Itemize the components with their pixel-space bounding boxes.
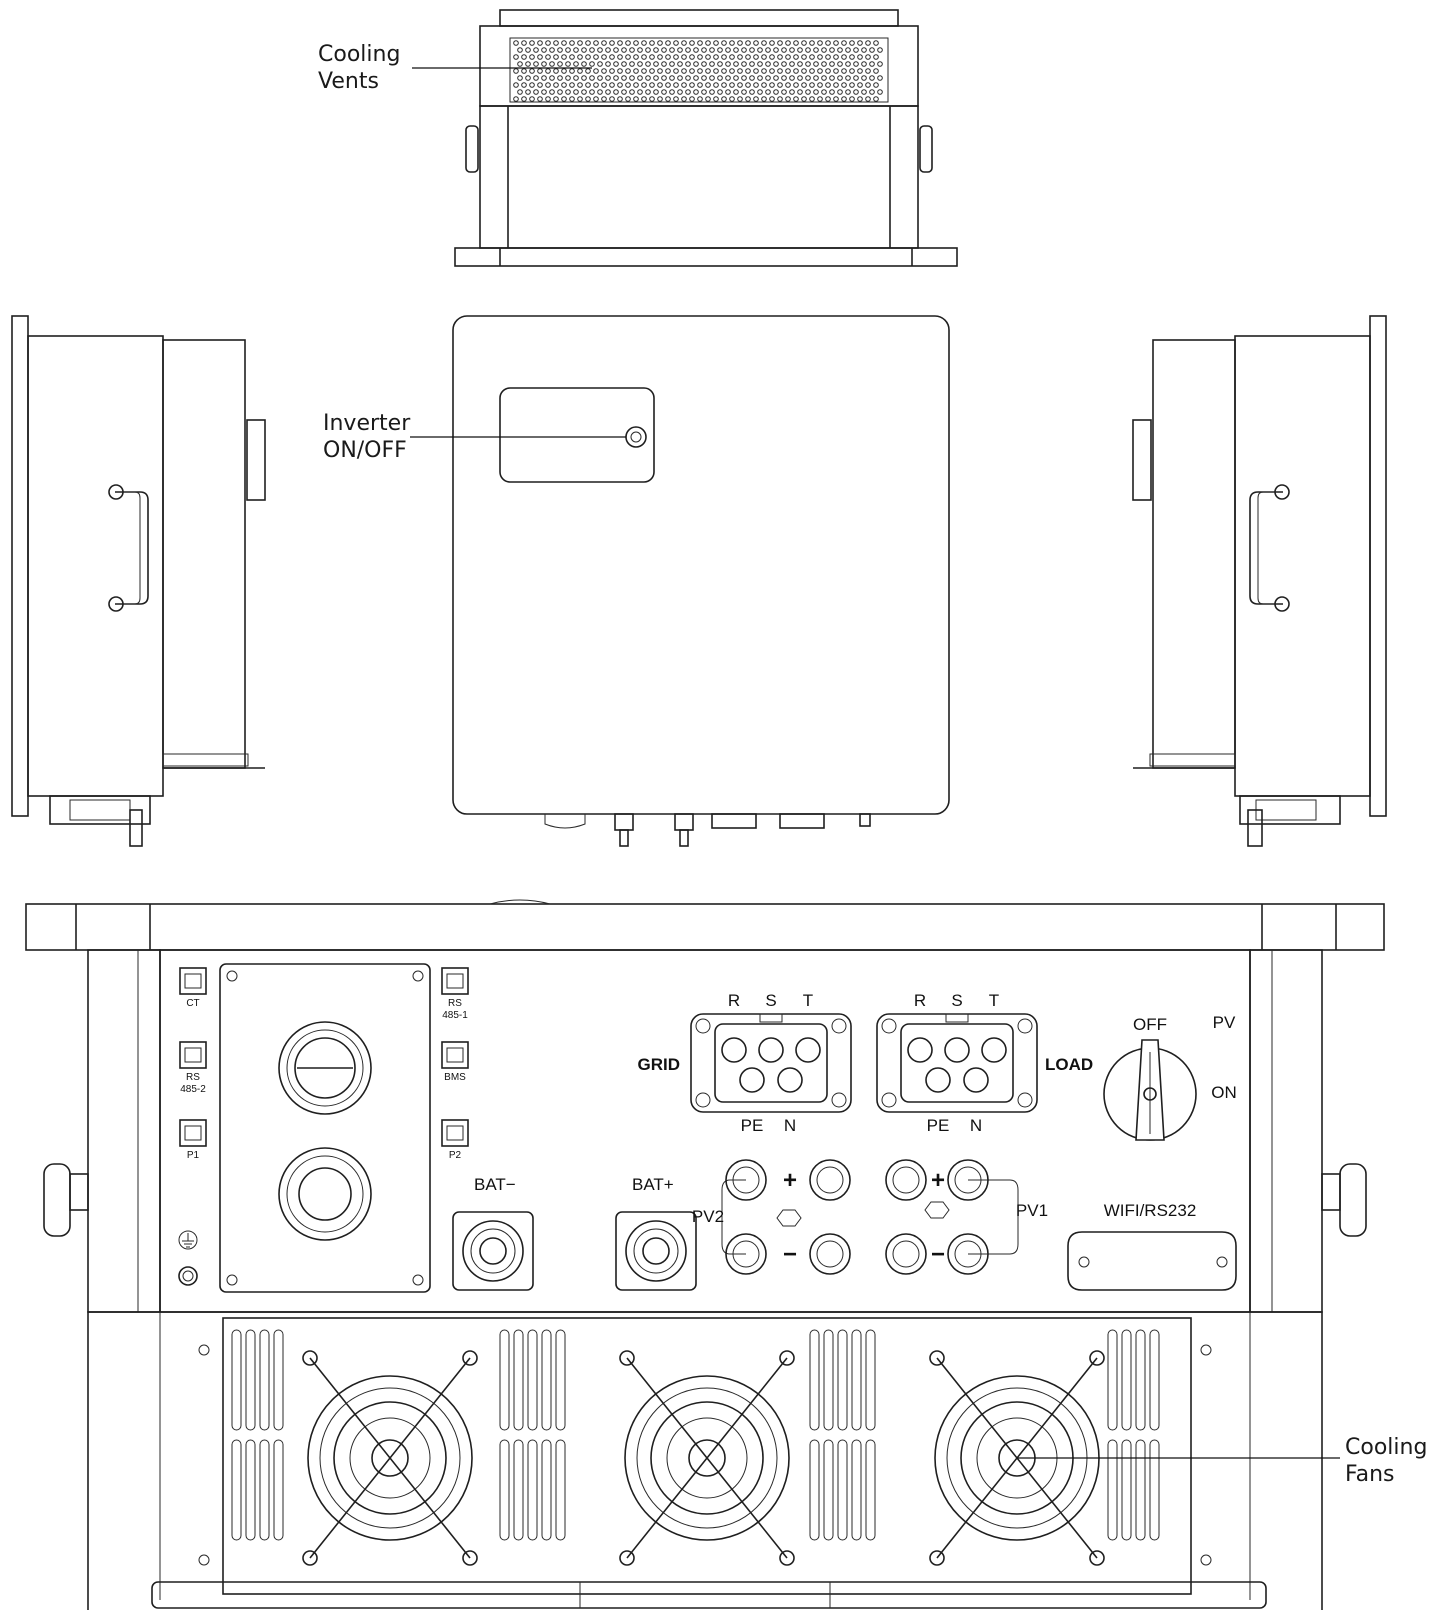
cooling-vents-label-1: Cooling	[318, 42, 400, 67]
pv1-label: PV1	[1016, 1201, 1048, 1220]
pv2-pos-connector[interactable]	[725, 1159, 767, 1201]
grid-n: N	[784, 1116, 796, 1135]
port-rs485-2-label-2: 485-2	[180, 1084, 206, 1095]
pv-switch-on-label: ON	[1211, 1083, 1237, 1102]
front-bottom-connectors	[544, 813, 871, 847]
cable-gland-plate	[219, 963, 431, 1293]
port-p2-label: P2	[449, 1150, 462, 1161]
load-pe: PE	[927, 1116, 950, 1135]
cooling-fans-label-1: Cooling	[1345, 1435, 1427, 1460]
top-view	[454, 9, 958, 267]
port-rs485-1-label-2: 485-1	[442, 1010, 468, 1021]
left-side-view	[11, 315, 266, 847]
pv-switch-off-label: OFF	[1133, 1015, 1167, 1034]
load-phase-s: S	[951, 991, 962, 1010]
inverter-onoff-label-1: Inverter	[323, 411, 411, 436]
port-rs485-2[interactable]: RS 485-2	[179, 1041, 207, 1095]
right-side-view	[1132, 315, 1387, 847]
pv2-neg-connector[interactable]	[725, 1233, 767, 1275]
grid-phase-r: R	[728, 991, 740, 1010]
display-window	[499, 387, 655, 483]
cooling-fan-2	[619, 1350, 795, 1566]
port-rs485-1-label-1: RS	[448, 998, 462, 1009]
pv2-neg-connector-b[interactable]	[809, 1233, 851, 1275]
port-p2[interactable]: P2	[441, 1119, 469, 1161]
pv2-pos-connector-b[interactable]	[809, 1159, 851, 1201]
pv1-minus-label: −	[931, 1241, 945, 1268]
port-bms-label: BMS	[444, 1072, 466, 1083]
bat-pos-label: BAT+	[632, 1175, 674, 1194]
pv2-plus-label: +	[783, 1167, 797, 1194]
onoff-button[interactable]	[625, 426, 647, 448]
cable-gland-1[interactable]	[278, 1021, 372, 1115]
port-bms[interactable]: BMS	[441, 1041, 469, 1083]
port-rs485-1[interactable]: RS 485-1	[441, 967, 469, 1021]
pv-connectors: + − + − PV2 PV1	[692, 1159, 1048, 1275]
right-bottom-glands	[1239, 795, 1341, 847]
port-p1[interactable]: P1	[179, 1119, 207, 1161]
grid-label: GRID	[638, 1055, 681, 1074]
port-ct-label: CT	[186, 998, 199, 1009]
bat-pos-connector[interactable]	[615, 1211, 697, 1291]
front-view	[452, 315, 950, 847]
fan-area	[222, 1317, 1192, 1595]
pv2-minus-label: −	[783, 1241, 797, 1268]
load-n: N	[970, 1116, 982, 1135]
pv1-pos-connector[interactable]	[885, 1159, 927, 1201]
port-p1-label: P1	[187, 1150, 200, 1161]
ground-icon	[178, 1230, 198, 1250]
pv1-plus-label: +	[931, 1167, 945, 1194]
callout-cooling-vents: Cooling Vents	[318, 42, 592, 94]
pv1-neg-connector-b[interactable]	[947, 1233, 989, 1275]
pv1-pos-connector-b[interactable]	[947, 1159, 989, 1201]
load-phase-r: R	[914, 991, 926, 1010]
callout-cooling-fans: Cooling Fans	[1017, 1435, 1427, 1487]
left-bottom-glands	[49, 795, 151, 847]
callout-inverter-onoff: Inverter ON/OFF	[323, 411, 626, 463]
cooling-fans-label-2: Fans	[1345, 1462, 1395, 1487]
load-phase-t: T	[989, 991, 999, 1010]
fan-slots	[231, 1329, 1160, 1541]
grid-phase-s: S	[765, 991, 776, 1010]
load-connector[interactable]: R S T PE N	[876, 991, 1038, 1135]
left-handle	[108, 484, 149, 612]
right-handle	[1249, 484, 1290, 612]
bat-neg-connector[interactable]	[452, 1211, 534, 1291]
ground-bolt	[178, 1266, 198, 1286]
grid-pe: PE	[741, 1116, 764, 1135]
grid-connector[interactable]: R S T PE N	[690, 991, 852, 1135]
cooling-fan-1	[302, 1350, 478, 1566]
inverter-onoff-label-2: ON/OFF	[323, 438, 407, 463]
load-label: LOAD	[1045, 1055, 1093, 1074]
pv-switch-pv-label: PV	[1213, 1013, 1236, 1032]
bat-neg-label: BAT−	[474, 1175, 516, 1194]
port-rs485-2-label-1: RS	[186, 1072, 200, 1083]
cooling-vents-grille	[509, 37, 889, 103]
grid-phase-t: T	[803, 991, 813, 1010]
pv-switch[interactable]: OFF PV ON	[1103, 1013, 1237, 1141]
wifi-rs232-label: WIFI/RS232	[1104, 1201, 1197, 1220]
cable-gland-2[interactable]	[278, 1147, 372, 1241]
wifi-rs232-port[interactable]: WIFI/RS232	[1067, 1201, 1237, 1291]
cooling-vents-label-2: Vents	[318, 69, 379, 94]
pv1-neg-connector[interactable]	[885, 1233, 927, 1275]
pv2-label: PV2	[692, 1207, 724, 1226]
bottom-view: CT RS 485-2 P1 RS 485-1 BMS P2	[25, 899, 1385, 1610]
port-ct[interactable]: CT	[179, 967, 207, 1009]
